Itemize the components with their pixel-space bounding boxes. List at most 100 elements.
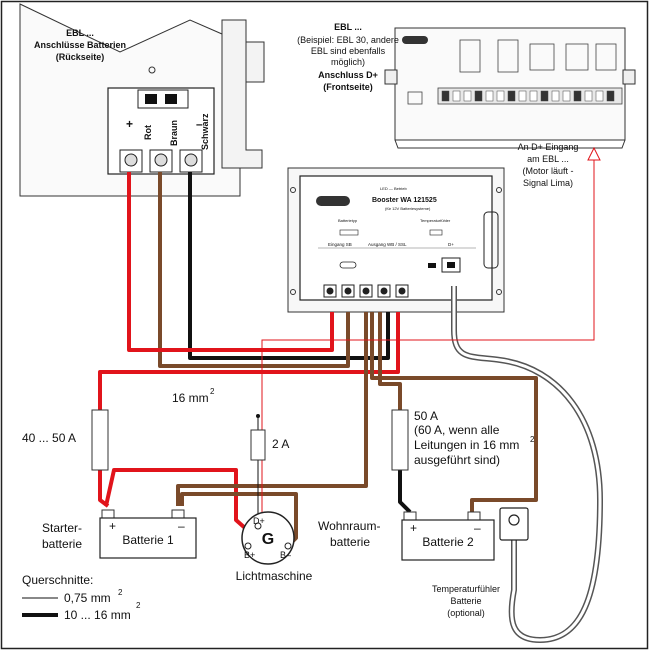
- wire-brown-booster-b2minus: [364, 312, 368, 322]
- ebl-connector: [497, 39, 519, 73]
- dplus-input-label: Signal Lima): [523, 178, 573, 188]
- ebl-fuse-slot: [562, 90, 571, 102]
- wire-black-fuse2-battery2: [398, 470, 412, 514]
- ebl-back-flange: [245, 41, 265, 83]
- booster-led-label: LED — Betrieb: [380, 186, 407, 191]
- fuse-left: [91, 409, 109, 471]
- alternator-terminal: [254, 522, 262, 530]
- terminal-screw-icon: [326, 287, 334, 295]
- battery-1-label: Batterie 1: [122, 533, 174, 547]
- ebl-front-title: Anschluss D+: [318, 70, 378, 80]
- wire-gauge-label: 16 mm: [172, 391, 209, 405]
- booster-model: Booster WA 121525: [372, 197, 437, 204]
- screw-icon: [290, 289, 296, 295]
- terminal-screw-icon: [380, 287, 388, 295]
- ebl-fuse-slot: [529, 90, 538, 102]
- wire-red-booster-starter: [98, 312, 400, 410]
- battery-2-pole-minus: [467, 511, 481, 521]
- wire-brown-ebl-booster: [158, 172, 350, 368]
- ebl-fuse-slot: [573, 90, 582, 102]
- legend: Querschnitte: 0,75 mm 2 10 ... 16 mm 2: [22, 573, 141, 622]
- fuse-mid-label: 2 A: [272, 437, 289, 451]
- ebl-back-title: Anschlüsse Batterien: [34, 40, 126, 50]
- temperature-sensor-label: Batterie: [450, 596, 481, 606]
- ebl-fuse-slot: [606, 90, 615, 102]
- booster-type-switch[interactable]: [339, 229, 359, 236]
- ebl-back-title: EBL ...: [66, 28, 94, 38]
- booster-unit: LED — Betrieb Booster WA 121525 (für 12V…: [287, 167, 505, 313]
- ebl-fuse-slot: [463, 90, 472, 102]
- alternator-bplus: B+: [244, 550, 255, 560]
- ebl-front-title: (Frontseite): [323, 82, 373, 92]
- booster-dplus-pin: [447, 262, 455, 268]
- battery-2-body[interactable]: [401, 519, 495, 561]
- screw-icon: [148, 66, 156, 74]
- terminal-screw-icon: [184, 153, 198, 167]
- battery-1-minus: –: [178, 519, 185, 533]
- starter-battery-label: Starter-: [42, 521, 82, 535]
- terminal-screw-icon: [362, 287, 370, 295]
- booster-handle: [483, 211, 499, 269]
- fuse-icon: [165, 94, 177, 104]
- ebl-fuse-slot: [584, 90, 593, 102]
- ebl-connector: [529, 43, 555, 71]
- fuse-icon: [145, 94, 157, 104]
- fuse-right-label: ausgeführt sind): [414, 453, 500, 467]
- ebl-front-mount-left: [384, 69, 398, 85]
- terminal-plus-sign: +: [126, 117, 133, 131]
- ebl-logo: [402, 36, 428, 44]
- alternator-bminus: B–: [280, 550, 291, 560]
- ebl-front-note: EBL sind ebenfalls: [311, 46, 386, 56]
- ebl-fuse-slot: [474, 90, 483, 102]
- wire-red-ebl-booster: [127, 172, 334, 352]
- legend-title: Querschnitte:: [22, 573, 93, 587]
- wire-red-fuse-battery1-loop: [104, 468, 247, 530]
- ebl-front-housing: [394, 27, 626, 141]
- booster-eingang: Eingang SB: [328, 242, 352, 247]
- legend-thick-label: 10 ... 16 mm: [64, 608, 131, 622]
- battery-2-pole-plus: [403, 511, 417, 521]
- starter-battery-label: batterie: [42, 537, 82, 551]
- ebl-fuse-slot: [595, 90, 604, 102]
- terminal-label-rot: Rot: [143, 125, 153, 140]
- wires: [98, 172, 603, 643]
- booster-temp-switch[interactable]: [429, 229, 443, 236]
- wohnraum-battery-label: batterie: [330, 535, 370, 549]
- terminal-label-schwarz: Schwarz: [200, 113, 210, 150]
- alternator: G D+ B+ B– Lichtmaschine: [236, 511, 313, 583]
- ebl-fuse-slot: [496, 90, 505, 102]
- fuse-right-label: Leitungen in 16 mm: [414, 438, 519, 452]
- ebl-back-side: [221, 19, 263, 169]
- alternator-name: Lichtmaschine: [236, 569, 313, 583]
- screw-icon: [290, 187, 296, 193]
- wire-black-ebl-booster: [188, 172, 390, 360]
- wire-temp-sensor-inner: [452, 286, 602, 642]
- terminal-screw-icon: [344, 287, 352, 295]
- ebl-front-note: (Beispiel: EBL 30, andere: [297, 35, 399, 45]
- alternator-g: G: [262, 531, 274, 548]
- arrow-up-icon: [587, 146, 601, 161]
- terminal-screw-icon: [398, 287, 406, 295]
- ebl-front-mount-right: [622, 69, 636, 85]
- fuse-right-sup: 2: [530, 435, 535, 444]
- battery-1-body[interactable]: [99, 517, 197, 559]
- battery-2-label: Batterie 2: [422, 535, 474, 549]
- ebl-fuse-slot: [551, 90, 560, 102]
- ebl-dplus-socket[interactable]: [407, 91, 423, 105]
- booster-dplus: D+: [448, 242, 454, 247]
- temperature-sensor: Temperaturfühler Batterie (optional): [432, 507, 529, 618]
- wire-brown-booster-fuse2: [378, 312, 402, 410]
- wire-brown-b2minus: [370, 312, 538, 512]
- ebl-front-panel: EBL ... (Beispiel: EBL 30, andere EBL si…: [297, 22, 636, 188]
- battery-1-pole-plus: [101, 509, 115, 519]
- fuse-right-label: 50 A: [414, 409, 438, 423]
- wire-brown-booster-b1minus: [176, 312, 368, 506]
- ebl-back-panel: + – Rot Braun Schwarz EBL ... Anschlüsse…: [19, 3, 265, 197]
- battery-1-pole-minus: [171, 509, 185, 519]
- dplus-input-label: An D+ Eingang: [518, 142, 579, 152]
- booster-batterietyp: Batterietyp: [338, 218, 358, 223]
- ebl-fuse-slot: [485, 90, 494, 102]
- booster-led-indicator: [339, 261, 357, 269]
- ebl-fuse-slots: [441, 90, 615, 102]
